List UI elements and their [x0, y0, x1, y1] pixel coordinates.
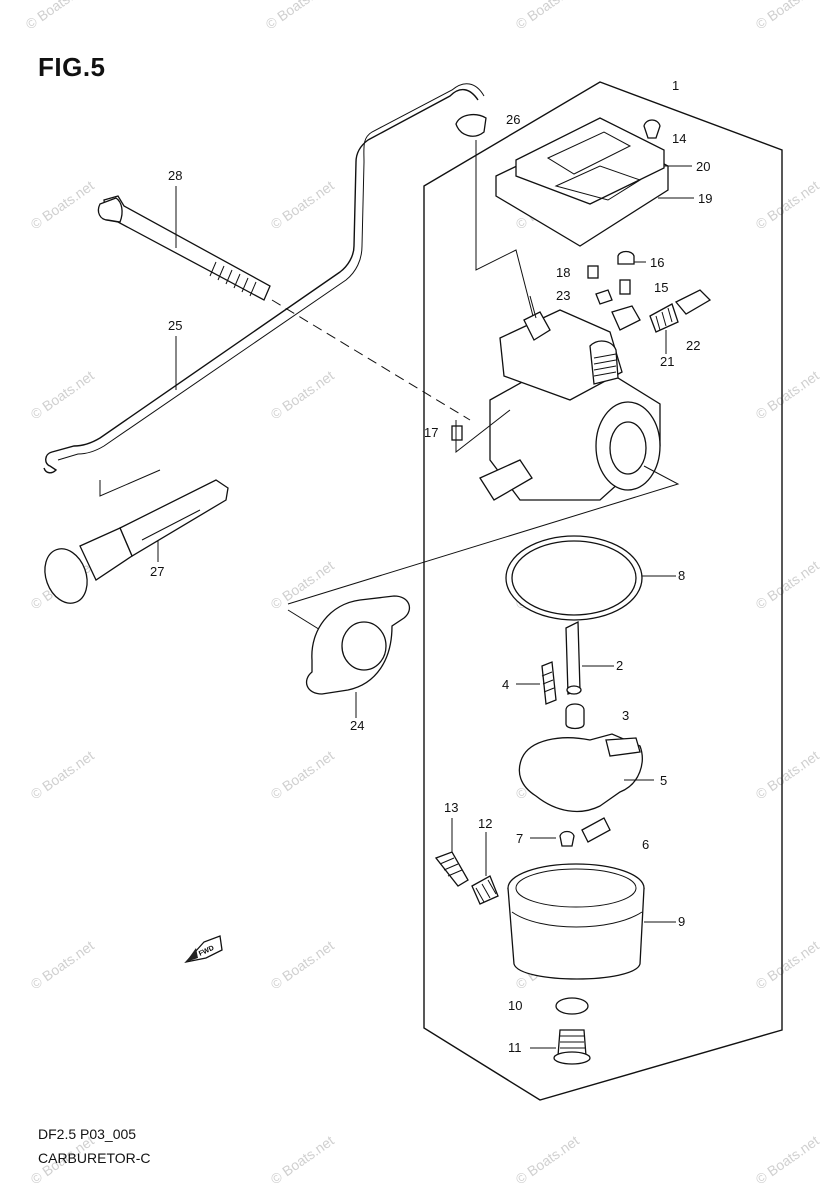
- part-labels: 1 2 3 4 5 6 7 8 9 10 11 12 13 14 15 16 1…: [150, 78, 712, 1055]
- part-label: 26: [506, 112, 520, 127]
- top-gaskets: [495, 117, 669, 247]
- pilot-screw: [434, 851, 469, 887]
- watermark: © Boats.net: [753, 747, 822, 802]
- watermark: © Boats.net: [753, 1132, 822, 1187]
- float: [518, 733, 643, 813]
- screw-22: [674, 289, 712, 315]
- part-label: 27: [150, 564, 164, 579]
- jet-17: [451, 425, 463, 441]
- float-bowl: [507, 863, 645, 980]
- watermark: © Boats.net: [753, 937, 822, 992]
- part-label: 19: [698, 191, 712, 206]
- drain-plug: [553, 1029, 591, 1065]
- spring-12: [471, 875, 499, 905]
- part-label: 2: [616, 658, 623, 673]
- watermark-layer: © Boats.net © Boats.net © Boats.net © Bo…: [23, 0, 822, 1187]
- part-label: 25: [168, 318, 182, 333]
- part-label: 1: [672, 78, 679, 93]
- label-leaders: [157, 165, 694, 1049]
- o-ring: [505, 535, 643, 621]
- watermark: © Boats.net: [268, 937, 337, 992]
- leader-line: [287, 465, 680, 605]
- needle-seat: [565, 703, 585, 730]
- watermark: © Boats.net: [28, 747, 97, 802]
- part-label: 9: [678, 914, 685, 929]
- diagram-name: CARBURETOR-C: [38, 1150, 151, 1166]
- choke-rod-edge: [57, 83, 485, 461]
- watermark: © Boats.net: [23, 0, 92, 32]
- watermark: © Boats.net: [753, 0, 822, 32]
- part-label: 20: [696, 159, 710, 174]
- watermark: © Boats.net: [753, 367, 822, 422]
- leader-line: [99, 469, 161, 497]
- long-screw: [97, 195, 471, 421]
- diagram-code: DF2.5 P03_005: [38, 1126, 137, 1142]
- screw-7: [559, 830, 575, 847]
- leader-line: [475, 140, 535, 321]
- part-label: 28: [168, 168, 182, 183]
- part-label: 15: [654, 280, 668, 295]
- part-label: 12: [478, 816, 492, 831]
- part-label: 21: [660, 354, 674, 369]
- watermark: © Boats.net: [28, 367, 97, 422]
- needle-valve: [541, 661, 557, 705]
- part-label: 5: [660, 773, 667, 788]
- part-label: 17: [424, 425, 438, 440]
- watermark: © Boats.net: [28, 937, 97, 992]
- part-label: 18: [556, 265, 570, 280]
- part-label: 8: [678, 568, 685, 583]
- watermark: © Boats.net: [268, 367, 337, 422]
- part-label: 16: [650, 255, 664, 270]
- choke-rod: [43, 89, 479, 474]
- choke-knob: [44, 479, 229, 604]
- part-label: 24: [350, 718, 364, 733]
- watermark: © Boats.net: [268, 557, 337, 612]
- part-label: 22: [686, 338, 700, 353]
- float-pin-6: [581, 817, 611, 843]
- part-label: 7: [516, 831, 523, 846]
- part-label: 14: [672, 131, 686, 146]
- screw-14: [643, 119, 661, 139]
- watermark: © Boats.net: [513, 0, 582, 32]
- float-pin: [565, 620, 582, 695]
- watermark: © Boats.net: [268, 747, 337, 802]
- pin-18: [587, 265, 599, 279]
- watermark: © Boats.net: [268, 177, 337, 232]
- watermark: © Boats.net: [753, 177, 822, 232]
- watermark: © Boats.net: [263, 0, 332, 32]
- watermark: © Boats.net: [513, 1132, 582, 1187]
- watermark: © Boats.net: [268, 1132, 337, 1187]
- part-label: 10: [508, 998, 522, 1013]
- flange-gasket: [305, 595, 411, 695]
- watermark: © Boats.net: [28, 177, 97, 232]
- clip: [455, 113, 487, 137]
- part-label: 23: [556, 288, 570, 303]
- screw-16: [617, 250, 635, 265]
- watermark: © Boats.net: [753, 557, 822, 612]
- part-label: 3: [622, 708, 629, 723]
- washer-10: [555, 997, 589, 1015]
- part-label: 4: [502, 677, 509, 692]
- forward-direction-arrow-icon: FWD: [184, 935, 223, 964]
- part-label: 13: [444, 800, 458, 815]
- part-label: 11: [508, 1040, 522, 1055]
- screw-23: [595, 289, 613, 305]
- part-label: 6: [642, 837, 649, 852]
- figure-title: FIG.5: [38, 52, 106, 82]
- assembly-outline: [423, 81, 783, 1101]
- washer-15: [619, 279, 631, 295]
- carburetor-body: [479, 305, 661, 501]
- leader-line: [455, 409, 511, 454]
